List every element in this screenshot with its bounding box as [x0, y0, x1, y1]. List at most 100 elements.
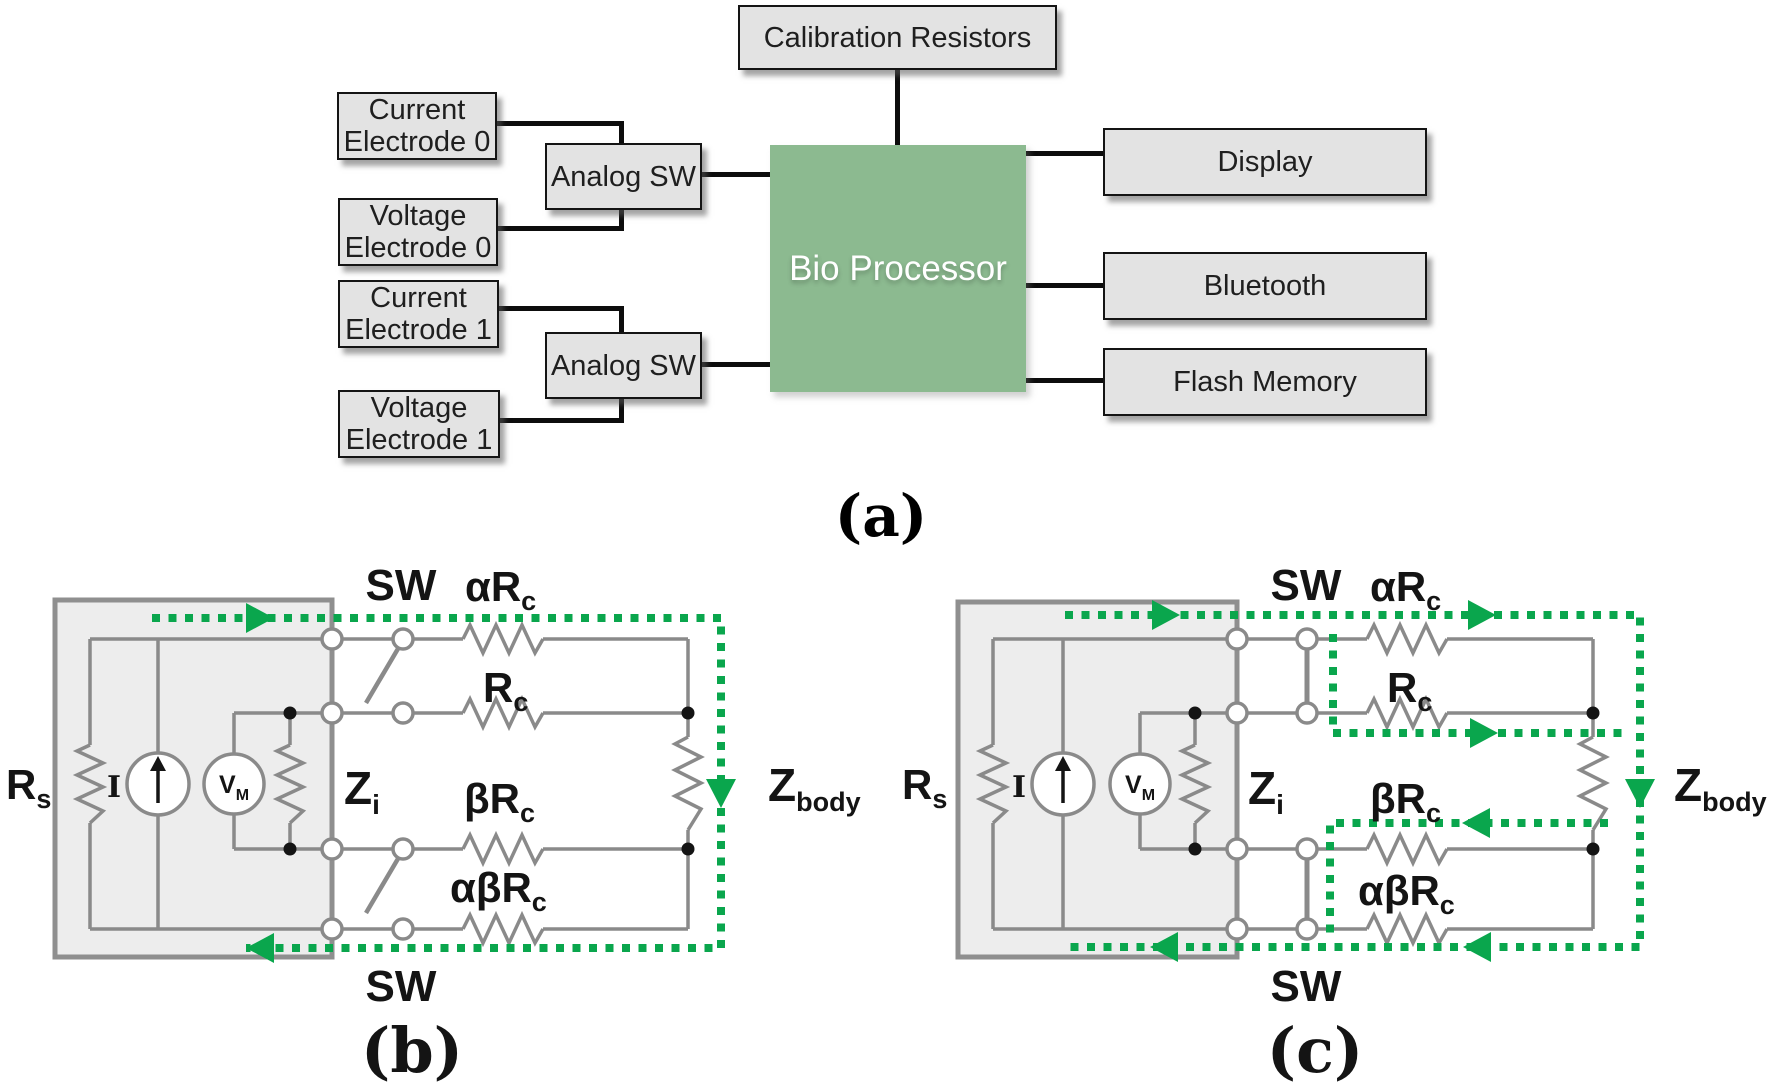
wire-analogsw0-to-processor	[700, 172, 772, 177]
switch-levers-open-b	[364, 645, 401, 915]
electrode-label: Electrode 1	[345, 424, 493, 456]
resistor-rs-c	[975, 743, 1011, 825]
arrow-right-icon	[1470, 718, 1498, 748]
label-zi-b: Zi	[344, 762, 380, 820]
label-sw-top-c: SW	[1271, 561, 1342, 610]
wire-processor-to-display	[1026, 151, 1103, 156]
calibration-resistors-box: Calibration Resistors	[738, 5, 1057, 70]
wire-current-electrode-0-h	[495, 121, 623, 126]
wire-current-electrode-1-v	[619, 306, 624, 335]
label-sw-bottom-b: SW	[366, 962, 437, 1011]
arrow-right-icon	[1152, 600, 1180, 630]
caption-b: (b)	[361, 1014, 463, 1082]
peripheral-box-bluetooth: Bluetooth	[1103, 252, 1427, 320]
label-zbody-b: Zbody	[768, 759, 861, 817]
current-paths-c	[1065, 611, 1644, 951]
analog-sw-box-1: Analog SW	[545, 332, 702, 399]
wire-processor-to-bluetooth	[1026, 283, 1103, 288]
resistor-rc-b	[461, 694, 545, 732]
resistor-alpha-rc-c	[1365, 620, 1449, 658]
junction-dots-b	[283, 706, 695, 856]
electrode-box-voltage-0: Voltage Electrode 0	[338, 198, 498, 266]
bio-processor-label: Bio Processor	[789, 248, 1007, 288]
label-i-source-b: I	[107, 770, 121, 805]
electrode-label: Current	[368, 94, 466, 126]
label-zi-c: Zi	[1248, 762, 1284, 820]
caption-c: (c)	[1267, 1014, 1363, 1082]
resistor-rs-b	[72, 743, 108, 825]
label-sw-bottom-c: SW	[1271, 962, 1342, 1011]
wire-current-electrode-1-h	[497, 306, 624, 311]
resistor-beta-rc-b	[461, 830, 545, 868]
voltmeter-b	[202, 752, 266, 816]
voltmeter-label-c: VM	[1125, 771, 1155, 804]
current-path-arrows-b	[246, 603, 736, 963]
label-rs-c: Rs	[902, 761, 947, 814]
resistor-alpha-beta-rc-b	[461, 910, 545, 948]
junction-dots-c	[1188, 706, 1600, 856]
arrow-left-icon	[246, 933, 274, 963]
arrow-left-icon	[1463, 932, 1491, 962]
peripheral-label: Display	[1217, 146, 1313, 178]
wire-voltage-electrode-0-v	[619, 205, 624, 231]
caption-a: (a)	[834, 482, 928, 550]
current-path-arrows-c	[1150, 600, 1655, 962]
terminals-c	[1225, 627, 1319, 941]
voltmeter-c	[1108, 752, 1172, 816]
arrow-down-icon	[706, 779, 736, 808]
peripheral-label: Flash Memory	[1173, 366, 1357, 398]
wire-cal-to-processor	[895, 70, 900, 146]
wire-voltage-electrode-1-h	[498, 418, 624, 423]
label-alpha-rc-b: αRc	[465, 563, 536, 616]
label-i-source-c: I	[1012, 770, 1026, 805]
wire-current-electrode-0-v	[619, 121, 624, 146]
peripheral-box-display: Display	[1103, 128, 1427, 196]
arrow-left-icon	[1462, 808, 1490, 838]
calibration-resistors-label: Calibration Resistors	[763, 21, 1032, 54]
resistor-beta-rc-c	[1365, 830, 1449, 868]
resistor-alpha-beta-rc-c	[1365, 910, 1449, 948]
label-alpha-rc-c: αRc	[1370, 563, 1441, 616]
resistor-alpha-rc-b	[461, 620, 545, 658]
resistor-rc-c	[1365, 694, 1449, 732]
wire-voltage-electrode-1-v	[619, 395, 624, 423]
circuit-b-wires	[88, 637, 690, 931]
electrode-label: Electrode 0	[343, 126, 491, 158]
analog-sw-label: Analog SW	[550, 349, 697, 382]
current-path-inner-rc-c	[1329, 634, 1628, 737]
resistor-zi-b	[272, 743, 308, 825]
arrow-left-icon	[1150, 932, 1178, 962]
wire-analogsw1-to-processor	[700, 362, 772, 367]
current-source-arrowhead-c	[1055, 756, 1071, 771]
wire-processor-to-flash	[1026, 378, 1103, 383]
electrode-label: Electrode 0	[344, 232, 492, 264]
circuit-b: VM SW αRc	[6, 561, 861, 1082]
resistors-b	[72, 620, 705, 948]
resistor-zi-c	[1177, 743, 1213, 825]
label-sw-top-b: SW	[366, 561, 437, 610]
label-alpha-beta-rc-c: αβRc	[1358, 867, 1455, 920]
label-beta-rc-c: βRc	[1370, 775, 1441, 828]
bio-processor-box: Bio Processor	[770, 145, 1026, 392]
terminals-b	[320, 627, 415, 941]
label-rc-c: Rc	[1387, 664, 1432, 717]
current-path-outer-c	[1065, 611, 1644, 951]
resistor-zbody-b	[671, 735, 705, 831]
arrow-right-icon	[1468, 600, 1496, 630]
electrode-label: Electrode 1	[345, 314, 492, 346]
voltmeter-label-b: VM	[219, 771, 249, 804]
electrode-label: Current	[370, 282, 467, 314]
current-source-arrowhead-b	[150, 756, 166, 771]
resistor-zbody-c	[1576, 735, 1610, 831]
peripheral-label: Bluetooth	[1203, 270, 1327, 302]
analog-sw-box-0: Analog SW	[545, 143, 702, 210]
electrode-box-current-0: Current Electrode 0	[337, 92, 497, 160]
label-zbody-c: Zbody	[1674, 759, 1767, 817]
electrode-box-current-1: Current Electrode 1	[338, 280, 499, 348]
electrode-box-voltage-1: Voltage Electrode 1	[338, 390, 500, 458]
peripheral-box-flash-memory: Flash Memory	[1103, 348, 1427, 416]
resistors-c	[975, 620, 1610, 948]
label-rc-b: Rc	[483, 664, 528, 717]
electrode-label: Voltage	[369, 200, 467, 232]
